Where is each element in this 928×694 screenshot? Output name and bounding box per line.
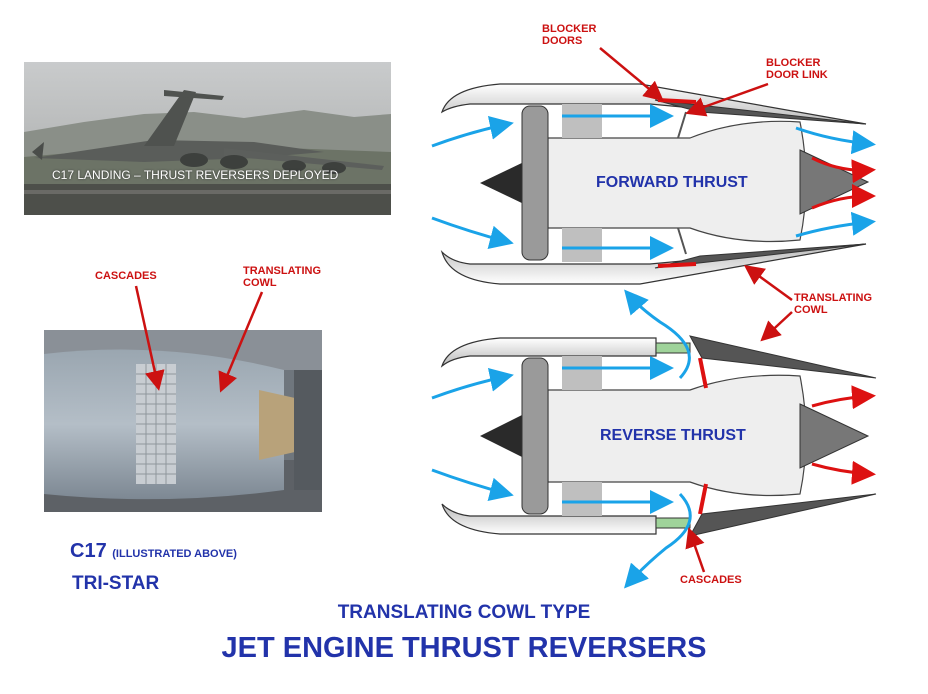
reverse-upper-cowl bbox=[440, 337, 657, 368]
diagram-translating-cowl-label: TRANSLATING COWL bbox=[794, 292, 873, 316]
reverse-intake-arrow-2 bbox=[431, 468, 514, 502]
reverse-lower-cascade bbox=[655, 517, 691, 529]
c17-name: C17 bbox=[70, 540, 107, 562]
c17-landing-image bbox=[24, 62, 391, 215]
forward-intake-arrow-2 bbox=[431, 216, 514, 250]
main-title: JET ENGINE THRUST REVERSERS bbox=[221, 632, 707, 664]
forward-spinner bbox=[480, 160, 528, 206]
reverse-upper-cascade bbox=[655, 342, 691, 354]
forward-exit-arrow-2 bbox=[795, 211, 876, 238]
forward-hot-arrow-1 bbox=[811, 156, 876, 184]
subtitle: TRANSLATING COWL TYPE bbox=[337, 602, 591, 623]
forward-fan bbox=[521, 105, 549, 261]
reverse-lower-cowl bbox=[441, 503, 657, 535]
forward-upper-blocker-door bbox=[657, 98, 697, 104]
reverse-turned-arrow-up bbox=[624, 289, 691, 380]
forward-exhaust-cone bbox=[799, 149, 870, 215]
nacelle-closeup-image bbox=[44, 330, 322, 512]
photo-cascades-label: CASCADES bbox=[95, 270, 157, 282]
reverse-lower-translating-sleeve bbox=[689, 493, 877, 537]
forward-thrust-label: FORWARD THRUST bbox=[596, 174, 748, 191]
leader-lines bbox=[134, 47, 793, 573]
reverse-exhaust-cone bbox=[799, 403, 870, 469]
forward-upper-translating-sleeve bbox=[654, 99, 867, 125]
reverse-hot-arrow-2 bbox=[811, 460, 876, 485]
photo-translating-cowl-label: TRANSLATING COWL bbox=[243, 265, 322, 289]
blocker-doors-label: BLOCKER DOORS bbox=[542, 23, 597, 47]
reverse-turned-arrow-down bbox=[624, 492, 692, 589]
tristar-aircraft-label: TRI-STAR bbox=[72, 573, 160, 594]
blocker-door-link-label: BLOCKER DOOR LINK bbox=[766, 57, 828, 81]
reverse-upper-blocker-door bbox=[698, 357, 708, 389]
reverse-spinner bbox=[480, 412, 528, 460]
forward-exit-arrow-1 bbox=[795, 126, 876, 155]
forward-intake-arrow-1 bbox=[431, 115, 514, 148]
nacelle-closeup-photo bbox=[44, 330, 322, 512]
reverse-thrust-label: REVERSE THRUST bbox=[600, 427, 746, 444]
reverse-thrust-engine bbox=[431, 289, 877, 589]
reverse-lower-blocker-door bbox=[698, 483, 708, 515]
diagram-cascades-label: CASCADES bbox=[680, 574, 742, 586]
reverse-fan bbox=[521, 357, 549, 515]
c17-aircraft-label: C17 (ILLUSTRATED ABOVE) bbox=[70, 540, 237, 563]
c17-photo-caption: C17 LANDING – THRUST REVERSERS DEPLOYED bbox=[52, 168, 339, 182]
reverse-intake-arrow-1 bbox=[431, 367, 514, 400]
reverse-upper-translating-sleeve bbox=[689, 335, 877, 379]
c17-note: (ILLUSTRATED ABOVE) bbox=[112, 548, 237, 560]
c17-landing-photo: C17 LANDING – THRUST REVERSERS DEPLOYED bbox=[24, 62, 391, 215]
forward-lower-translating-sleeve bbox=[654, 243, 867, 269]
forward-hot-arrow-2 bbox=[811, 184, 876, 210]
forward-lower-blocker-door bbox=[657, 262, 697, 268]
reverse-hot-arrow-1 bbox=[811, 385, 876, 410]
